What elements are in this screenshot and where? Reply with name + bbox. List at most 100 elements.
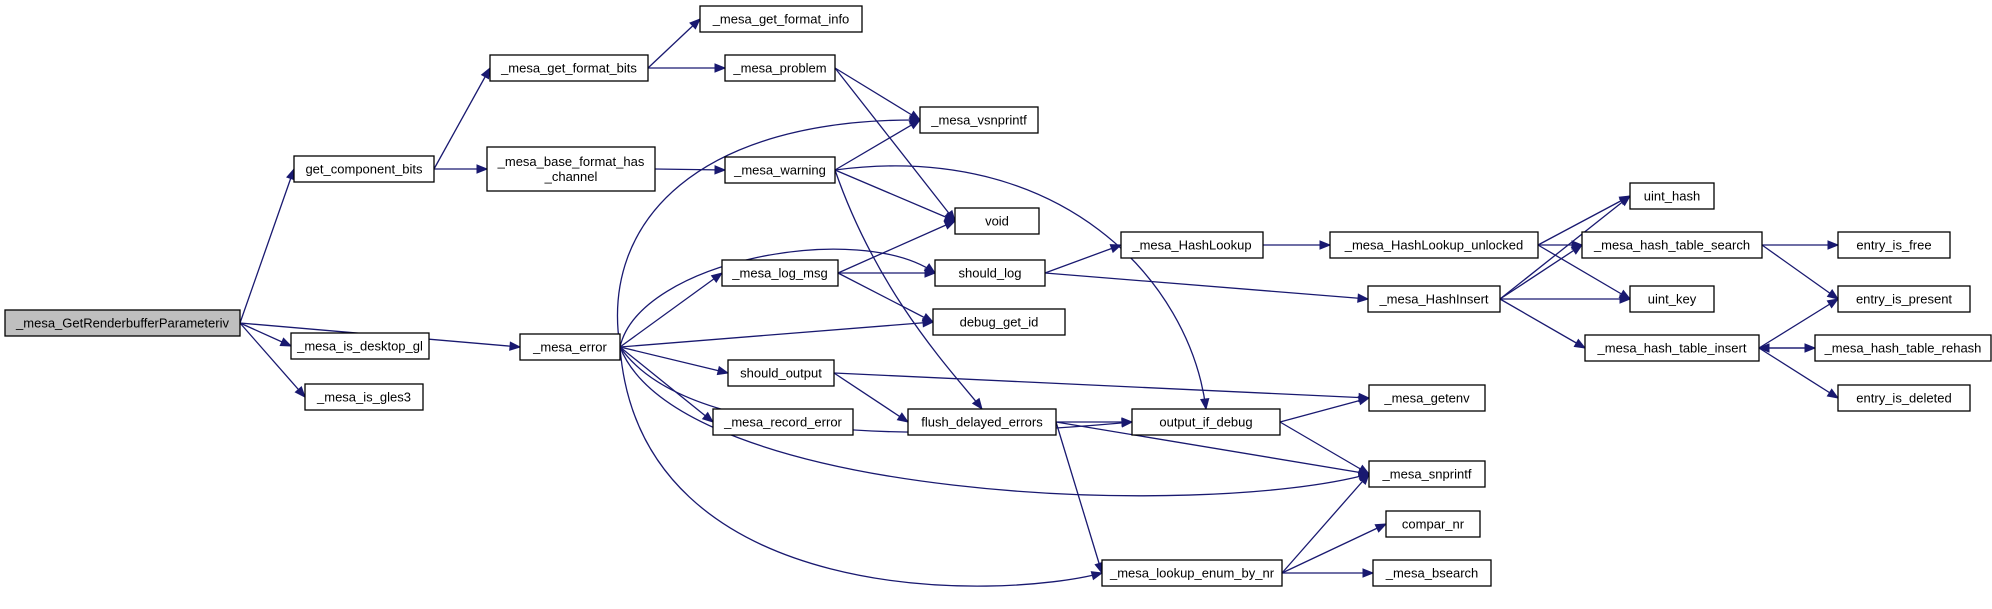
node-box[interactable] <box>1372 559 1492 587</box>
node-mesa-snprintf[interactable]: _mesa_snprintf <box>1368 460 1486 488</box>
arrowhead-icon <box>1358 472 1370 486</box>
node-label: _mesa_snprintf <box>1382 467 1472 482</box>
node-mesa-is-gles3[interactable]: _mesa_is_gles3 <box>304 383 424 411</box>
node-flush-delayed-errors[interactable]: flush_delayed_errors <box>907 408 1057 436</box>
node-mesa-hashinsert[interactable]: _mesa_HashInsert <box>1367 285 1501 313</box>
edge-mesa_lookup_enum_by_nr-to-compar_nr <box>1281 523 1388 574</box>
edge-mesa_HashInsert-to-uint_key <box>1500 294 1632 304</box>
node-box[interactable] <box>489 54 649 82</box>
node-mesa-get-format-info[interactable]: _mesa_get_format_info <box>699 5 863 33</box>
edge-mesa_GetRenderbufferParameteriv-to-mesa_is_desktop_gl <box>239 322 293 347</box>
node-mesa-hash-table-search[interactable]: _mesa_hash_table_search <box>1581 231 1763 259</box>
node-box[interactable] <box>1837 285 1971 313</box>
edge-line <box>619 321 934 348</box>
node-box[interactable] <box>304 383 424 411</box>
edge-layer <box>239 18 1840 587</box>
edge-should_log-to-mesa_HashInsert <box>1044 272 1370 303</box>
node-box[interactable] <box>1629 182 1715 210</box>
node-mesa-vsnprintf[interactable]: _mesa_vsnprintf <box>919 106 1039 134</box>
node-box[interactable] <box>1581 231 1763 259</box>
node-mesa-hashlookup-unlocked[interactable]: _mesa_HashLookup_unlocked <box>1329 231 1539 259</box>
node-mesa-error[interactable]: _mesa_error <box>519 333 621 361</box>
arrowhead-icon <box>476 164 489 174</box>
node-box[interactable] <box>4 309 241 337</box>
edge-line <box>1055 421 1370 475</box>
node-label: _mesa_HashLookup_unlocked <box>1344 238 1524 253</box>
node-box[interactable] <box>1837 231 1951 259</box>
node-label: should_output <box>740 366 822 381</box>
node-mesa-get-format-bits[interactable]: _mesa_get_format_bits <box>489 54 649 82</box>
node-label: flush_delayed_errors <box>921 415 1043 430</box>
node-box[interactable] <box>727 359 835 387</box>
node-box[interactable] <box>954 207 1040 235</box>
node-box[interactable] <box>293 155 435 183</box>
edge-mesa_error-to-mesa_lookup_enum_by_nr <box>619 346 1104 587</box>
arrowhead-icon <box>1121 417 1134 427</box>
edge-line <box>1279 421 1370 475</box>
node-mesa-is-desktop-gl[interactable]: _mesa_is_desktop_gl <box>290 332 430 360</box>
edge-mesa_hash_table_search-to-entry_is_present <box>1761 244 1840 300</box>
edge-line <box>619 346 729 374</box>
node-label: _mesa_GetRenderbufferParameteriv <box>15 316 229 331</box>
node-box[interactable] <box>1329 231 1539 259</box>
edge-line <box>1044 244 1122 274</box>
node-debug-get-id[interactable]: debug_get_id <box>932 308 1066 336</box>
node-should-output[interactable]: should_output <box>727 359 835 387</box>
node-box[interactable] <box>934 259 1046 287</box>
node-box[interactable] <box>1368 460 1486 488</box>
node-mesa-problem[interactable]: _mesa_problem <box>724 54 836 82</box>
edge-output_if_debug-to-mesa_getenv <box>1279 396 1371 423</box>
arrowhead-icon <box>701 411 715 423</box>
arrowhead-icon <box>1090 571 1104 581</box>
node-box[interactable] <box>1101 559 1283 587</box>
node-output-if-debug[interactable]: output_if_debug <box>1131 408 1281 436</box>
node-mesa-bsearch[interactable]: _mesa_bsearch <box>1372 559 1492 587</box>
arrowhead-icon <box>509 341 522 351</box>
edge-mesa_warning-to-mesa_vsnprintf <box>834 119 922 171</box>
node-get-component-bits[interactable]: get_component_bits <box>293 155 435 183</box>
node-entry-is-deleted[interactable]: entry_is_deleted <box>1837 384 1971 412</box>
node-box[interactable] <box>1385 510 1481 538</box>
node-uint-key[interactable]: uint_key <box>1629 285 1715 313</box>
node-should-log[interactable]: should_log <box>934 259 1046 287</box>
node-box[interactable] <box>1131 408 1281 436</box>
node-mesa-base-format-has-channel[interactable]: _mesa_base_format_has_channel <box>486 146 656 192</box>
node-void[interactable]: void <box>954 207 1040 235</box>
node-box[interactable] <box>712 408 854 436</box>
node-box[interactable] <box>1120 231 1264 259</box>
node-mesa-hash-table-insert[interactable]: _mesa_hash_table_insert <box>1584 334 1760 362</box>
arrowhead-icon <box>286 167 295 181</box>
edge-line <box>833 372 1370 399</box>
node-mesa-getenv[interactable]: _mesa_getenv <box>1368 384 1486 412</box>
node-uint-hash[interactable]: uint_hash <box>1629 182 1715 210</box>
node-label: _mesa_get_format_info <box>712 12 850 27</box>
node-entry-is-free[interactable]: entry_is_free <box>1837 231 1951 259</box>
node-box[interactable] <box>721 259 839 287</box>
node-box[interactable] <box>1367 285 1501 313</box>
edge-line <box>834 67 956 222</box>
node-box[interactable] <box>932 308 1066 336</box>
node-mesa-log-msg[interactable]: _mesa_log_msg <box>721 259 839 287</box>
node-mesa-getrenderbufferparameteriv[interactable]: _mesa_GetRenderbufferParameteriv <box>4 309 241 337</box>
node-mesa-hash-table-rehash[interactable]: _mesa_hash_table_rehash <box>1814 334 1992 362</box>
node-box[interactable] <box>290 332 430 360</box>
node-box[interactable] <box>919 106 1039 134</box>
node-box[interactable] <box>1814 334 1992 362</box>
node-entry-is-present[interactable]: entry_is_present <box>1837 285 1971 313</box>
node-mesa-lookup-enum-by-nr[interactable]: _mesa_lookup_enum_by_nr <box>1101 559 1283 587</box>
node-box[interactable] <box>486 146 656 192</box>
node-box[interactable] <box>907 408 1057 436</box>
node-box[interactable] <box>699 5 863 33</box>
node-mesa-warning[interactable]: _mesa_warning <box>724 156 836 184</box>
node-label: entry_is_deleted <box>1856 391 1951 406</box>
node-mesa-hashlookup[interactable]: _mesa_HashLookup <box>1120 231 1264 259</box>
node-mesa-record-error[interactable]: _mesa_record_error <box>712 408 854 436</box>
node-compar-nr[interactable]: compar_nr <box>1385 510 1481 538</box>
node-box[interactable] <box>1368 384 1486 412</box>
node-box[interactable] <box>1837 384 1971 412</box>
node-box[interactable] <box>1584 334 1760 362</box>
node-box[interactable] <box>519 333 621 361</box>
node-box[interactable] <box>724 54 836 82</box>
node-box[interactable] <box>1629 285 1715 313</box>
node-box[interactable] <box>724 156 836 184</box>
